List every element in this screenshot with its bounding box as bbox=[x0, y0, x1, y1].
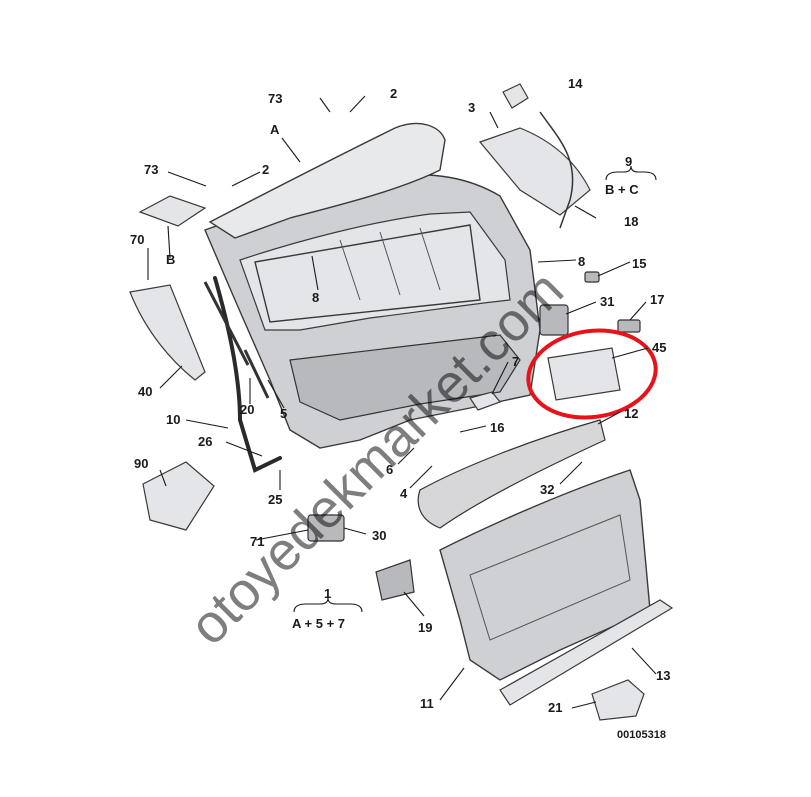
lower-trim-13 bbox=[499, 599, 674, 706]
label-13: 13 bbox=[656, 668, 670, 683]
label-18: 18 bbox=[624, 214, 638, 229]
label-1: 1 bbox=[324, 586, 331, 601]
label-30: 30 bbox=[372, 528, 386, 543]
inner-panel-11 bbox=[439, 469, 651, 681]
label-25: 25 bbox=[268, 492, 282, 507]
label-73-left: 73 bbox=[144, 162, 158, 177]
gas-strut-5 bbox=[243, 349, 270, 399]
diagram-id: 00105318 bbox=[617, 729, 666, 741]
label-16: 16 bbox=[490, 420, 504, 435]
label-19: 19 bbox=[418, 620, 432, 635]
label-14: 14 bbox=[568, 76, 583, 91]
rear-glass bbox=[208, 122, 446, 239]
gas-strut-20 bbox=[203, 281, 250, 366]
label-1-sub: A + 5 + 7 bbox=[292, 616, 345, 631]
label-45: 45 bbox=[652, 340, 666, 355]
part-90-box bbox=[142, 461, 215, 531]
label-8-center: 8 bbox=[312, 290, 319, 305]
part-19-bracket bbox=[375, 559, 415, 601]
highlight-circle bbox=[526, 328, 658, 420]
callout-labels: 73 2 A 14 3 73 2 9 B + C 18 70 B 8 15 8 … bbox=[130, 76, 670, 741]
label-8-right: 8 bbox=[578, 254, 585, 269]
label-10: 10 bbox=[166, 412, 180, 427]
part-21-box bbox=[591, 679, 645, 721]
label-73-top: 73 bbox=[268, 91, 282, 106]
label-9: 9 bbox=[625, 154, 632, 169]
label-a: A bbox=[270, 122, 280, 137]
label-4: 4 bbox=[400, 486, 408, 501]
label-40: 40 bbox=[138, 384, 152, 399]
label-17: 17 bbox=[650, 292, 664, 307]
label-71: 71 bbox=[250, 534, 264, 549]
label-9-sub: B + C bbox=[605, 182, 639, 197]
label-11: 11 bbox=[420, 696, 434, 711]
brace-9 bbox=[605, 165, 657, 181]
switch-17 bbox=[617, 319, 641, 333]
label-26: 26 bbox=[198, 434, 212, 449]
label-31: 31 bbox=[600, 294, 614, 309]
label-3: 3 bbox=[468, 100, 475, 115]
label-2-left: 2 bbox=[262, 162, 269, 177]
label-21: 21 bbox=[548, 700, 562, 715]
weatherstrip-10 bbox=[213, 276, 282, 473]
label-15: 15 bbox=[632, 256, 646, 271]
label-5: 5 bbox=[280, 406, 287, 421]
label-2-top: 2 bbox=[390, 86, 397, 101]
handle-7 bbox=[469, 391, 501, 411]
license-plate-bracket-45 bbox=[547, 347, 621, 401]
part-15 bbox=[584, 271, 600, 283]
label-90: 90 bbox=[134, 456, 148, 471]
part-14-bracket bbox=[502, 83, 529, 109]
window-frame bbox=[254, 224, 481, 323]
wiper-cable-18 bbox=[539, 111, 574, 229]
grille-12 bbox=[417, 419, 606, 529]
side-trim-40 bbox=[129, 284, 206, 381]
label-b: B bbox=[166, 252, 175, 267]
part-3-spoiler bbox=[478, 127, 591, 216]
leader-lines bbox=[147, 95, 657, 709]
label-7: 7 bbox=[512, 354, 519, 369]
label-6: 6 bbox=[386, 462, 393, 477]
brace-1 bbox=[293, 597, 363, 613]
inner-panel-recess bbox=[469, 514, 631, 641]
label-20: 20 bbox=[240, 402, 254, 417]
label-70: 70 bbox=[130, 232, 144, 247]
side-glass-b bbox=[138, 195, 207, 227]
lock-31 bbox=[539, 304, 569, 336]
label-32: 32 bbox=[540, 482, 554, 497]
label-12: 12 bbox=[624, 406, 638, 421]
